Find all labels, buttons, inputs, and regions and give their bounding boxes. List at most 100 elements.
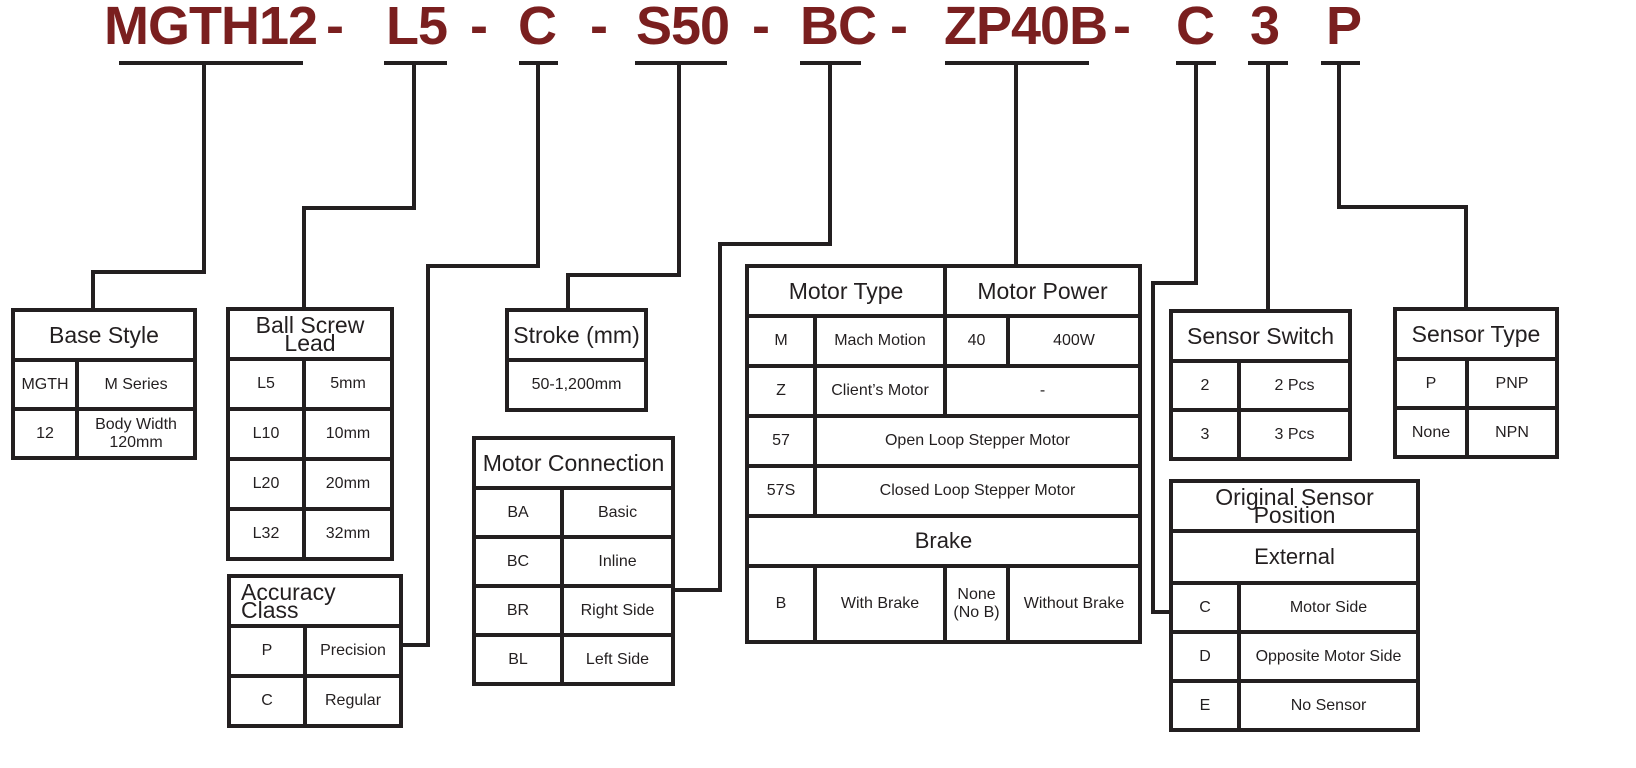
sensor-type-title: Sensor Type (1393, 307, 1559, 361)
option-code: C (227, 674, 307, 728)
option-desc: Basic (560, 486, 675, 539)
code-motor: ZP40B (944, 0, 1108, 56)
option-desc: Regular (303, 674, 403, 728)
option-desc: Right Side (560, 584, 675, 637)
option-code: BA (472, 486, 564, 539)
table-row: Z Client’s Motor - (745, 364, 1142, 418)
stroke-title: Stroke (mm) (505, 308, 648, 362)
stroke-table: Stroke (mm) 50-1,200mm (505, 308, 648, 412)
table-row: B With Brake None (No B) Without Brake (745, 564, 1142, 644)
code-separator: - (326, 0, 344, 56)
sensor-position-title: Original Sensor Position (1169, 479, 1420, 533)
option-code: 12 (11, 407, 79, 460)
option-desc: Client’s Motor (812, 364, 948, 418)
option-code: 3 (1169, 408, 1241, 461)
code-accuracy-class: C (518, 0, 557, 56)
code-sensor-position: C (1176, 0, 1215, 56)
option-desc: 3 Pcs (1237, 408, 1352, 461)
option-code: L32 (226, 507, 306, 561)
option-code: M (745, 314, 817, 368)
option-desc: Precision (303, 624, 403, 678)
option-code: C (1169, 581, 1241, 634)
code-sensor-type: P (1326, 0, 1362, 56)
option-desc: Left Side (560, 633, 675, 686)
power-desc: - (943, 364, 1142, 418)
option-code: BC (472, 535, 564, 588)
leader-accuracy-class (403, 63, 540, 647)
option-desc: Closed Loop Stepper Motor (813, 464, 1142, 518)
table-row: 57S Closed Loop Stepper Motor (745, 464, 1142, 518)
motor-connection-title: Motor Connection (472, 436, 675, 490)
option-desc: Body Width 120mm (75, 407, 197, 460)
leader-ball-screw-lead (302, 63, 416, 309)
option-desc: Opposite Motor Side (1237, 630, 1420, 683)
option-code: D (1169, 630, 1241, 683)
option-code: BR (472, 584, 564, 637)
code-separator: - (590, 0, 608, 56)
option-code: L5 (226, 357, 306, 411)
base-style-table: Base Style MGTH M Series 12 Body Width 1… (11, 308, 197, 460)
option-desc: 20mm (302, 457, 394, 511)
option-code: L10 (226, 407, 306, 461)
code-separator: - (470, 0, 488, 56)
table-row: 57 Open Loop Stepper Motor (745, 414, 1142, 468)
code-separator: - (890, 0, 908, 56)
sensor-position-subtitle: External (1169, 529, 1420, 585)
table-row: 12 Body Width 120mm (11, 407, 197, 460)
brake-desc: With Brake (812, 564, 948, 644)
accuracy-class-title: Accuracy Class (227, 574, 403, 628)
brake-code: B (745, 564, 817, 644)
code-base-style: MGTH12 (104, 0, 318, 56)
code-motor-connection: BC (800, 0, 877, 56)
leader-motor-connection (674, 63, 832, 592)
leader-sensor-position (1151, 63, 1198, 614)
motor-table: Motor Type Motor Power M Mach Motion 40 … (744, 264, 1142, 644)
leader-stroke (566, 63, 681, 310)
option-desc: Inline (560, 535, 675, 588)
brake-title: Brake (745, 514, 1142, 568)
sensor-switch-title: Sensor Switch (1169, 309, 1352, 363)
code-separator: - (1113, 0, 1131, 56)
option-code: E (1169, 679, 1241, 732)
option-code: 2 (1169, 359, 1241, 412)
option-code: 57S (745, 464, 817, 518)
option-code: L20 (226, 457, 306, 511)
code-ball-screw-lead: L5 (386, 0, 448, 56)
motor-power-title: Motor Power (943, 264, 1142, 318)
stroke-value: 50-1,200mm (505, 358, 648, 412)
option-desc: Open Loop Stepper Motor (813, 414, 1142, 468)
option-desc: Motor Side (1237, 581, 1420, 634)
base-style-title: Base Style (11, 308, 197, 362)
leader-sensor-type (1337, 63, 1468, 309)
option-desc: NPN (1465, 406, 1559, 459)
option-desc: M Series (75, 358, 197, 411)
leader-base-style (91, 63, 206, 310)
option-desc: PNP (1465, 357, 1559, 410)
option-code: 57 (745, 414, 817, 468)
option-desc: 32mm (302, 507, 394, 561)
motor-type-title: Motor Type (744, 264, 948, 318)
option-code: BL (472, 633, 564, 686)
code-sensor-switch: 3 (1250, 0, 1280, 56)
